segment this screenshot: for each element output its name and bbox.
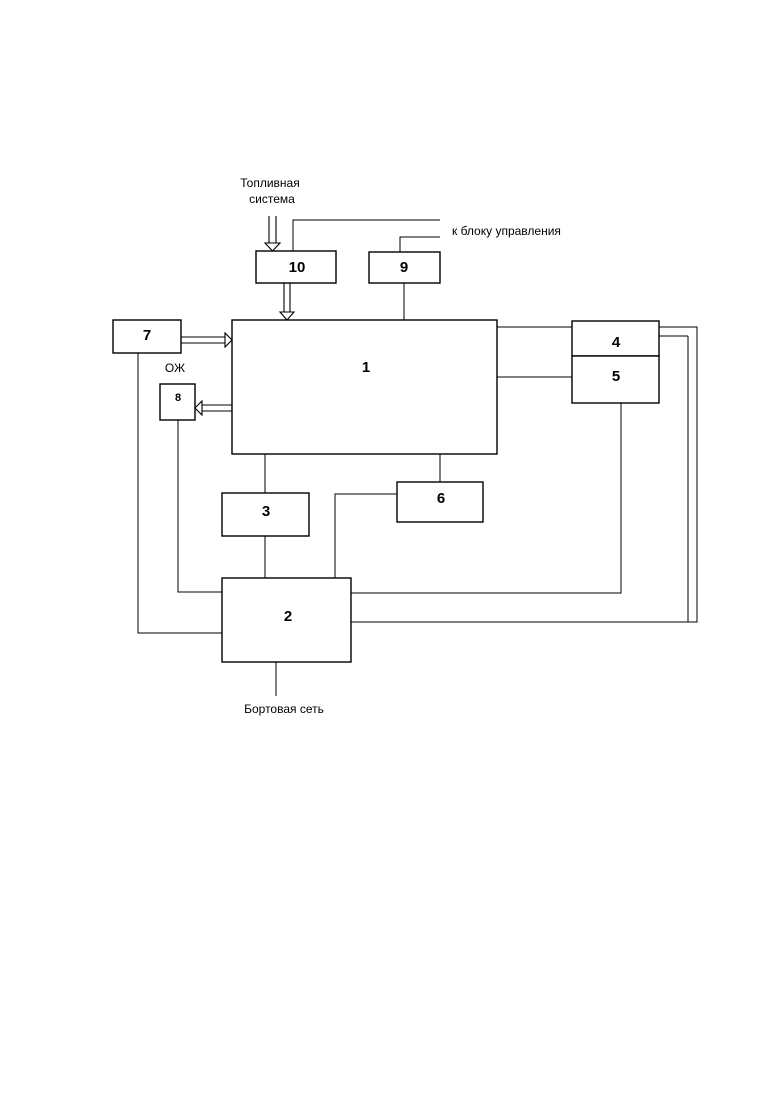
block-9: 9	[369, 252, 440, 283]
block-4: 4	[572, 321, 659, 356]
fuel-to-engine-arrow	[280, 283, 294, 320]
control-unit-label: к блоку управления	[452, 224, 561, 238]
block-8: 8	[160, 384, 195, 420]
block6-to-block2-line	[335, 494, 397, 578]
onboard-network-label: Бортовая сеть	[244, 702, 324, 716]
block-6-label: 6	[437, 490, 445, 507]
fuel-inlet-arrow	[265, 216, 280, 251]
block-3: 3	[222, 493, 309, 536]
block-7-label: 7	[143, 327, 151, 344]
block-6: 6	[397, 482, 483, 522]
block-2: 2	[222, 578, 351, 662]
block8-to-block2-line	[178, 420, 222, 592]
block-10-label: 10	[289, 259, 306, 276]
block-9-label: 9	[400, 259, 408, 276]
block1-to-block8-arrow	[195, 401, 232, 415]
block7-to-block1-arrow	[181, 333, 232, 347]
block-10: 10	[256, 251, 336, 283]
block-8-label: 8	[175, 392, 181, 404]
block-1-label: 1	[362, 359, 370, 376]
block-7: 7	[113, 320, 181, 353]
block10-control-line	[293, 220, 440, 251]
fuel-system-label-line2: система	[249, 192, 295, 206]
block-3-label: 3	[262, 503, 270, 520]
block-5: 5	[572, 356, 659, 403]
block-5-label: 5	[612, 368, 620, 385]
fuel-system-label-line1: Топливная	[240, 176, 299, 190]
block-1: 1	[232, 320, 497, 454]
block-2-label: 2	[284, 608, 292, 625]
coolant-label: ОЖ	[165, 361, 185, 375]
block9-control-line	[400, 237, 440, 252]
block-4-label: 4	[612, 334, 621, 351]
